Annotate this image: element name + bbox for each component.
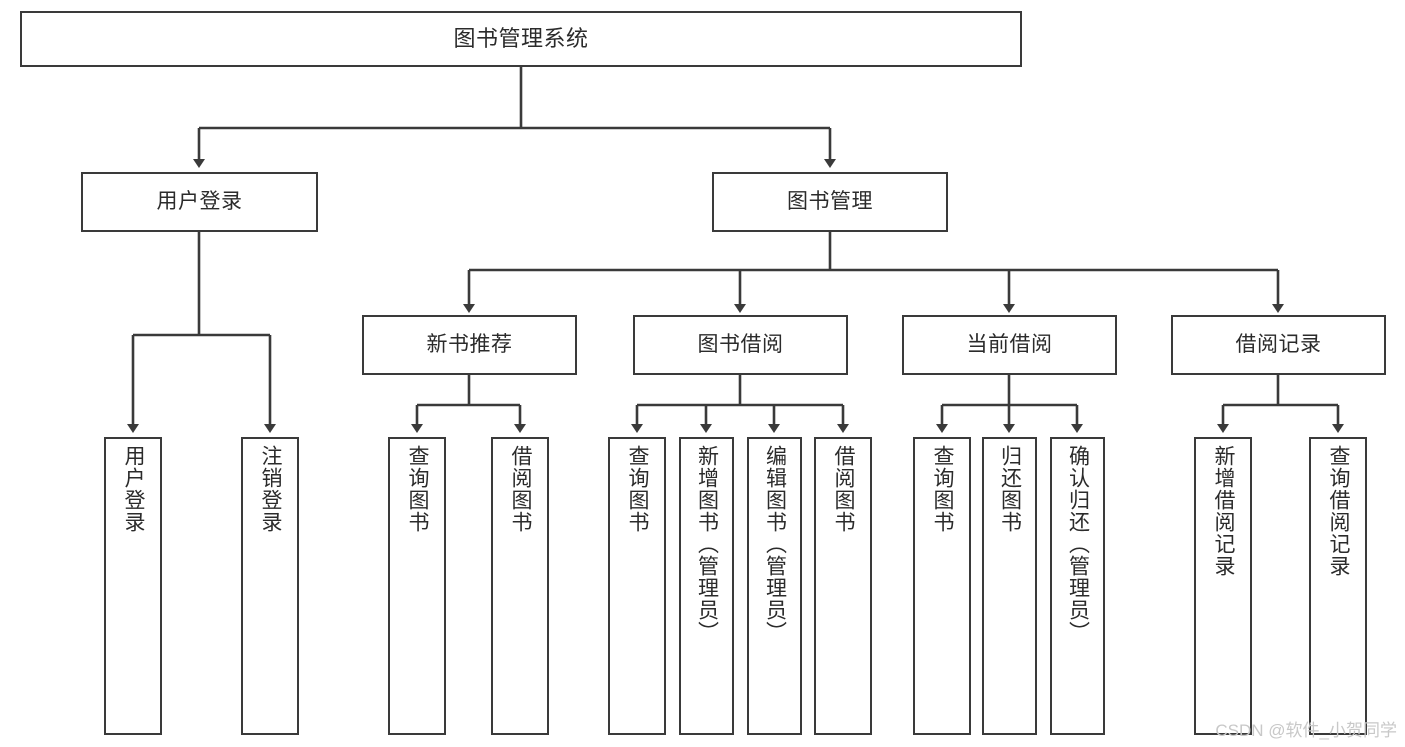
- node-borrow-record-label: 借阅记录: [1235, 332, 1322, 356]
- node-leaf-borrow-book-2[interactable]: 借阅图书: [814, 437, 872, 735]
- node-current-borrow-label: 当前借阅: [966, 332, 1053, 356]
- node-book-borrow-label: 图书借阅: [697, 332, 784, 356]
- node-leaf-add-book[interactable]: 新增图书（管理员）: [679, 437, 734, 735]
- node-leaf-return-book[interactable]: 归还图书: [982, 437, 1037, 735]
- node-root-label: 图书管理系统: [453, 26, 589, 52]
- node-leaf-user-login-label: 用户登录: [122, 445, 146, 533]
- node-leaf-query-book-3-label: 查询图书: [931, 445, 955, 533]
- node-leaf-edit-book-label: 编辑图书（管理员）: [763, 445, 787, 643]
- node-book-borrow[interactable]: 图书借阅: [633, 315, 848, 375]
- node-book-manage[interactable]: 图书管理: [712, 172, 948, 232]
- node-leaf-borrow-book-2-label: 借阅图书: [832, 445, 856, 533]
- node-leaf-return-book-label: 归还图书: [998, 445, 1022, 533]
- node-borrow-record[interactable]: 借阅记录: [1171, 315, 1386, 375]
- node-new-book-recommend-label: 新书推荐: [426, 332, 513, 356]
- node-leaf-confirm-return-label: 确认归还（管理员）: [1066, 445, 1090, 643]
- node-user-login[interactable]: 用户登录: [81, 172, 318, 232]
- node-leaf-edit-book[interactable]: 编辑图书（管理员）: [747, 437, 802, 735]
- node-leaf-borrow-book-1-label: 借阅图书: [509, 445, 533, 533]
- node-new-book-recommend[interactable]: 新书推荐: [362, 315, 577, 375]
- node-leaf-logout-login[interactable]: 注销登录: [241, 437, 299, 735]
- node-leaf-user-login[interactable]: 用户登录: [104, 437, 162, 735]
- node-leaf-add-borrow-record[interactable]: 新增借阅记录: [1194, 437, 1252, 735]
- node-book-manage-label: 图书管理: [787, 189, 873, 213]
- node-root[interactable]: 图书管理系统: [20, 11, 1022, 67]
- node-leaf-logout-login-label: 注销登录: [259, 445, 283, 533]
- node-leaf-add-book-label: 新增图书（管理员）: [695, 445, 719, 643]
- node-leaf-add-borrow-record-label: 新增借阅记录: [1212, 445, 1236, 577]
- node-leaf-query-book-2-label: 查询图书: [626, 445, 650, 533]
- node-leaf-query-borrow-record-label: 查询借阅记录: [1327, 445, 1351, 577]
- node-leaf-query-book-1-label: 查询图书: [406, 445, 430, 533]
- node-leaf-query-book-2[interactable]: 查询图书: [608, 437, 666, 735]
- node-leaf-borrow-book-1[interactable]: 借阅图书: [491, 437, 549, 735]
- csdn-watermark: CSDN @软件_小贺同学: [1215, 721, 1397, 740]
- node-leaf-query-borrow-record[interactable]: 查询借阅记录: [1309, 437, 1367, 735]
- node-leaf-confirm-return[interactable]: 确认归还（管理员）: [1050, 437, 1105, 735]
- node-leaf-query-book-1[interactable]: 查询图书: [388, 437, 446, 735]
- node-leaf-query-book-3[interactable]: 查询图书: [913, 437, 971, 735]
- node-user-login-label: 用户登录: [156, 189, 243, 213]
- node-current-borrow[interactable]: 当前借阅: [902, 315, 1117, 375]
